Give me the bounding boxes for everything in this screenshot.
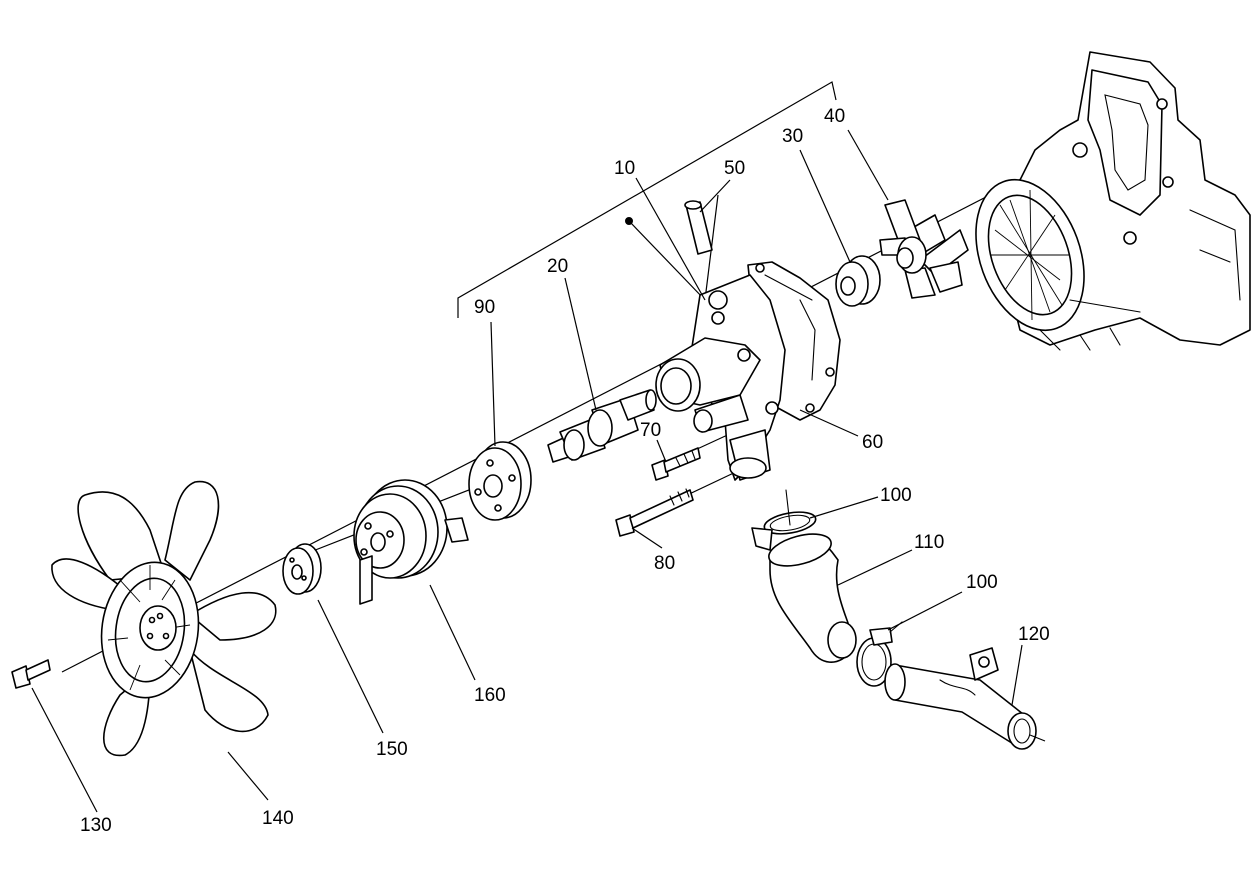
pulley-160: [353, 479, 469, 605]
callout-labels: 10 20 30 40 50 60 70 80 90 100 100 110 1…: [80, 106, 1050, 836]
shaft-bearing-20: [547, 389, 657, 463]
pump-housing-10: [655, 261, 841, 481]
callout-100-lower: 100: [966, 572, 998, 593]
bolt-80: [615, 488, 694, 537]
callout-90: 90: [474, 297, 495, 318]
callout-130: 130: [80, 815, 112, 836]
spacer-150: [282, 543, 322, 595]
callout-160: 160: [474, 685, 506, 706]
callout-100-upper: 100: [880, 485, 912, 506]
bolt-70: [651, 447, 701, 481]
callout-50: 50: [724, 158, 745, 179]
callout-40: 40: [824, 106, 845, 127]
callout-120: 120: [1018, 624, 1050, 645]
pin-50: [684, 200, 713, 255]
callout-10: 10: [614, 158, 635, 179]
engine-block: [975, 51, 1251, 351]
callout-60: 60: [862, 432, 883, 453]
hose-110: [768, 533, 857, 663]
callout-110: 110: [914, 532, 944, 553]
callout-80: 80: [654, 553, 675, 574]
callout-30: 30: [782, 126, 803, 147]
fan-140: [51, 480, 277, 757]
leader-lines: [31, 129, 1023, 813]
flange-hub-90: [468, 441, 532, 521]
hose-clamp-100-upper: [751, 489, 817, 551]
assembly-10-bracket: [457, 81, 837, 318]
callout-150: 150: [376, 739, 408, 760]
impeller-40: [879, 199, 969, 299]
outlet-pipe-120: [884, 647, 1046, 750]
callout-140: 140: [262, 808, 294, 829]
callout-20: 20: [547, 256, 568, 277]
hose-clamp-100-lower: [856, 621, 903, 687]
callout-70: 70: [640, 420, 661, 441]
seal-30: [835, 255, 881, 307]
bolt-130: [11, 659, 51, 689]
